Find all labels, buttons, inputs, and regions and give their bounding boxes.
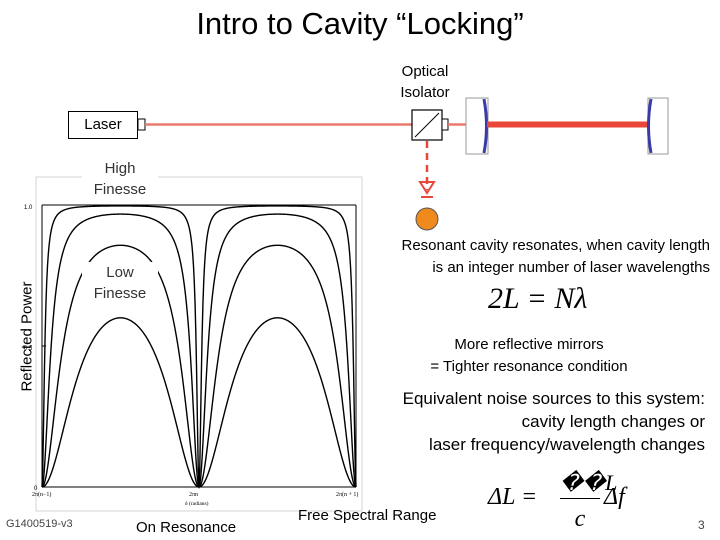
resonance-line2: is an integer number of laser wavelength… <box>432 259 710 276</box>
noise-statement: Equivalent noise sources to this system:… <box>340 387 705 456</box>
noise-line2: cavity length changes or <box>521 412 705 431</box>
on-resonance-label: On Resonance <box>136 519 237 536</box>
x-tick-label-mid: 2πn <box>189 492 198 498</box>
high-finesse-line1: High <box>104 160 136 177</box>
isolator-label-line1: Optical <box>401 63 449 80</box>
mirror-statement: More reflective mirrors = Tighter resona… <box>400 334 658 378</box>
finesse-curve-4 <box>41 205 357 488</box>
input-mirror <box>482 98 488 154</box>
noise-line3: laser frequency/wavelength changes <box>429 435 705 454</box>
mirror-line1: More reflective mirrors <box>454 336 604 353</box>
low-finesse-line1: Low <box>106 264 134 281</box>
x-tick-label-right: 2π(n + 1) <box>336 491 358 498</box>
mirror-line2: = Tighter resonance condition <box>430 358 628 375</box>
y-tick-label-0: 0 <box>34 486 38 492</box>
high-finesse-line2: Finesse <box>93 181 147 198</box>
noise-equation-lhs: ΔL = <box>488 484 538 510</box>
page-number: 3 <box>698 518 705 532</box>
high-finesse-label: High Finesse <box>82 158 158 200</box>
document-id: G1400519-v3 <box>6 518 73 530</box>
free-spectral-range-label: Free Spectral Range <box>298 507 437 524</box>
plot-frame <box>35 176 363 512</box>
slide-title: Intro to Cavity “Locking” <box>196 6 524 41</box>
photodetector-icon <box>415 207 439 231</box>
resonance-equation: 2L = Nλ <box>488 282 588 315</box>
reflected-beam-arrow <box>418 181 436 195</box>
low-finesse-label: Low Finesse <box>82 262 158 304</box>
isolator-label: Optical Isolator <box>380 61 470 103</box>
fraction-bar <box>560 498 600 499</box>
x-tick-label-left: 2π(n−1) <box>32 491 51 498</box>
y-tick-label-1: 1.0 <box>24 205 33 211</box>
isolator-splitter <box>414 112 440 138</box>
noise-equation-denominator: c <box>574 506 586 532</box>
low-finesse-line2: Finesse <box>93 285 147 302</box>
y-tick-label-05: 0.5 <box>24 346 33 352</box>
y-axis-title: Reflected Power <box>18 281 36 392</box>
laser-box: Laser <box>68 111 138 139</box>
resonance-statement: Resonant cavity resonates, when cavity l… <box>330 235 710 279</box>
isolator-label-line2: Isolator <box>400 84 450 101</box>
end-mirror <box>647 98 653 154</box>
finesse-curves <box>41 205 357 489</box>
noise-equation-rhs: Δf <box>604 484 625 510</box>
x-axis-label: δ (radians) <box>185 500 209 507</box>
plot-area: 1.0 0.5 0 2π(n−1) 2πn 2π(n + 1) δ (radia… <box>24 176 363 512</box>
noise-line1: Equivalent noise sources to this system: <box>402 389 705 408</box>
resonance-line1: Resonant cavity resonates, when cavity l… <box>401 237 710 254</box>
noise-equation-numerator: ��L <box>560 470 618 495</box>
